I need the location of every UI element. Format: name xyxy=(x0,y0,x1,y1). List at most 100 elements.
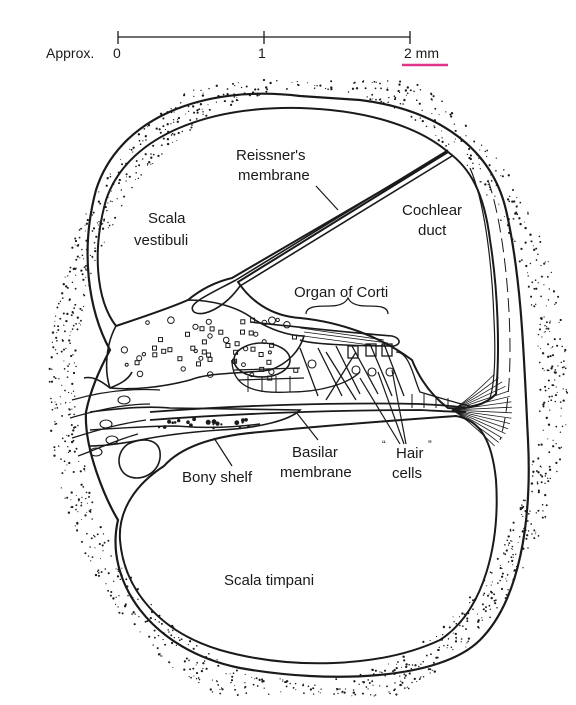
stipple-dot xyxy=(486,585,488,587)
stipple-dot xyxy=(112,580,115,583)
stipple-dot xyxy=(561,366,564,369)
spiral-ganglion-nerves xyxy=(69,371,161,479)
stipple-dot xyxy=(544,515,547,518)
stipple-dot xyxy=(89,546,91,548)
cochlear-duct-chamber xyxy=(236,150,499,410)
stipple-dot xyxy=(112,597,115,600)
stipple-dot xyxy=(454,138,456,140)
stipple-dot xyxy=(535,512,537,514)
stipple-dot xyxy=(289,682,291,685)
stipple-dot xyxy=(106,209,108,212)
stipple-dot xyxy=(429,672,431,674)
stipple-dot xyxy=(80,519,82,521)
stipple-dot xyxy=(373,80,376,83)
stipple-dot xyxy=(166,142,170,146)
label-hair-line1: Hair xyxy=(396,445,424,462)
stipple-dot xyxy=(507,589,509,591)
stipple-dot xyxy=(75,504,78,507)
stipple-dot xyxy=(422,676,425,678)
stipple-dot xyxy=(450,646,453,649)
stipple-dot xyxy=(375,98,377,101)
stipple-dot xyxy=(525,264,528,268)
ganglion-cell-1 xyxy=(117,395,131,405)
limbus-dot xyxy=(198,355,204,361)
stipple-dot xyxy=(192,105,195,108)
stipple-dot xyxy=(420,663,422,665)
stipple-dot xyxy=(535,259,538,261)
stipple-dot xyxy=(516,213,519,216)
stipple-dot xyxy=(430,98,433,101)
stipple-dot xyxy=(527,275,529,277)
stipple-dot xyxy=(403,659,406,662)
stipple-dot xyxy=(79,470,82,473)
stipple-dot xyxy=(483,592,486,595)
stipple-dot xyxy=(524,226,527,230)
stipple-dot xyxy=(500,219,502,222)
shelf-dot xyxy=(171,421,174,425)
stipple-dot xyxy=(80,227,83,230)
stipple-dot xyxy=(507,544,510,546)
stipple-dot xyxy=(542,429,544,431)
stipple-dot xyxy=(67,275,69,277)
stipple-dot xyxy=(72,470,75,474)
limbus-dot xyxy=(201,339,207,345)
stipple-dot xyxy=(498,203,500,205)
stipple-dot xyxy=(161,655,163,657)
stipple-dot xyxy=(79,257,81,259)
stipple-dot xyxy=(123,195,126,198)
nerve-fiber-1 xyxy=(71,388,161,401)
stipple-dot xyxy=(183,668,186,671)
stipple-dot xyxy=(170,123,172,125)
stipple-dot xyxy=(178,639,181,642)
stipple-dot xyxy=(435,134,437,137)
stipple-dot xyxy=(94,536,96,538)
stipple-dot xyxy=(478,627,480,629)
stipple-dot xyxy=(303,692,305,694)
stipple-dot xyxy=(481,603,484,606)
stipple-dot xyxy=(521,530,524,533)
stipple-dot xyxy=(152,153,155,156)
stipple-dot xyxy=(504,553,507,556)
stipple-dot xyxy=(208,108,211,111)
stipple-dot xyxy=(150,163,152,165)
stipple-dot xyxy=(519,222,522,226)
stipple-dot xyxy=(510,540,512,542)
stipple-dot xyxy=(481,619,483,621)
labels: Reissner's membrane Scala vestibuli Coch… xyxy=(134,147,462,589)
stipple-dot xyxy=(408,672,411,675)
stipple-dot xyxy=(344,688,347,690)
stipple-dot xyxy=(520,247,523,251)
stipple-dot xyxy=(51,341,53,343)
stipple-dot xyxy=(337,692,339,695)
stipple-dot xyxy=(374,87,377,90)
stipple-dot xyxy=(358,683,360,686)
stipple-dot xyxy=(79,319,82,322)
stipple-dot xyxy=(535,531,537,533)
stipple-dot xyxy=(73,450,76,453)
stipple-dot xyxy=(539,348,541,350)
stipple-dot xyxy=(137,598,139,601)
stipple-dot xyxy=(518,536,521,538)
ganglion-cell-2 xyxy=(99,419,113,429)
stipple-dot xyxy=(54,315,57,317)
stipple-dot xyxy=(343,691,346,694)
stipple-dot xyxy=(161,153,163,155)
stipple-dot xyxy=(193,95,195,98)
stipple-dot xyxy=(540,295,542,298)
stipple-dot xyxy=(552,290,556,293)
stipple-dot xyxy=(460,641,462,643)
stipple-dot xyxy=(468,147,471,151)
stipple-dot xyxy=(500,587,504,591)
stipple-dot xyxy=(162,125,165,128)
limbus-dot xyxy=(161,348,167,354)
reissners-membrane-attachment xyxy=(191,279,241,315)
stipple-dot xyxy=(71,506,74,509)
stipple-dot xyxy=(61,437,64,440)
stipple-dot xyxy=(548,465,551,468)
stipple-dot xyxy=(452,632,454,634)
stipple-dot xyxy=(547,438,549,440)
stipple-dot xyxy=(78,229,81,231)
stipple-dot xyxy=(468,596,472,599)
stipple-dot xyxy=(504,544,506,546)
label-scala-vestibuli-line2: vestibuli xyxy=(134,232,188,249)
